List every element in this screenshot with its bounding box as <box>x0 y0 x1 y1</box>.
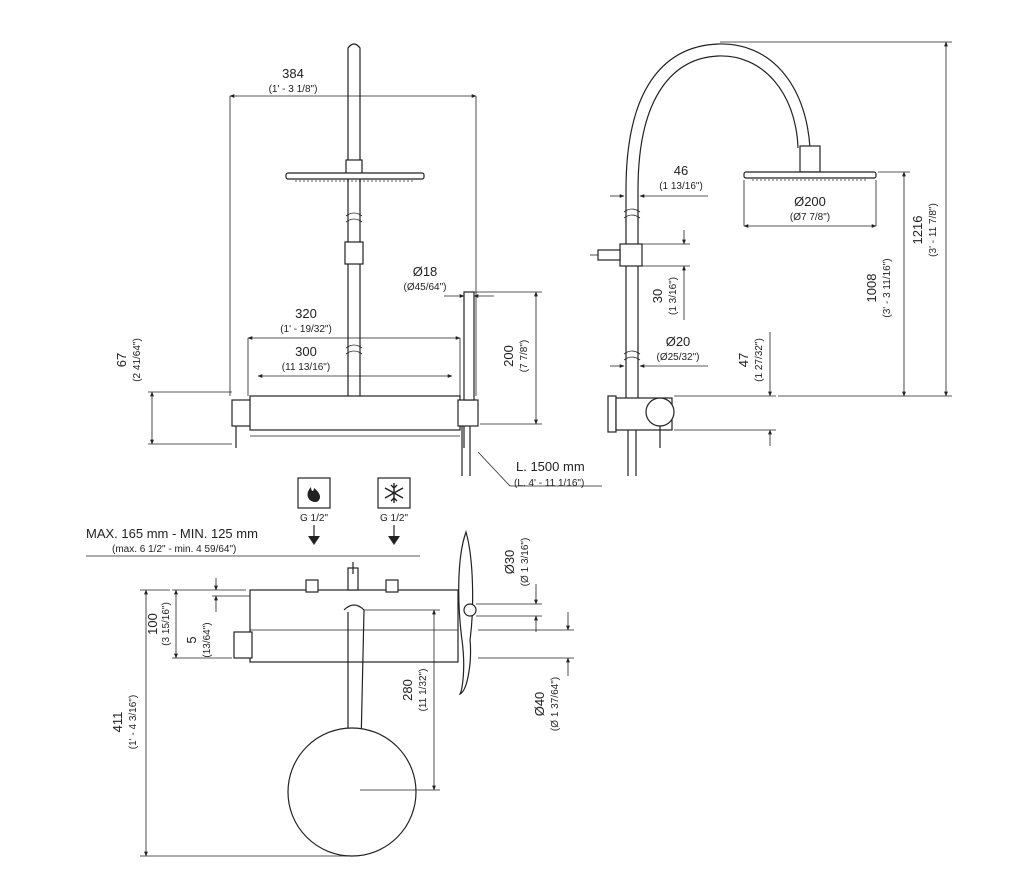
dim-280-mm: 280 <box>400 679 415 701</box>
flame-icon <box>307 487 321 502</box>
dim-5-in: (13/64") <box>202 622 213 657</box>
front-shower-head <box>285 172 425 182</box>
side-riser <box>623 266 641 398</box>
range-mm: MAX. 165 mm - MIN. 125 mm <box>86 526 258 541</box>
side-view: 46 (1 13/16") Ø200 (Ø7 7/8") 30 (1 3/16"… <box>590 41 952 476</box>
dim-320-mm: 320 <box>295 306 317 321</box>
side-gooseneck-arm <box>623 43 811 248</box>
dim-46-in: (1 13/16") <box>659 181 703 192</box>
dim-1216-in: (3' - 11 7/8") <box>928 203 939 257</box>
dim-280-in: (11 1/32") <box>418 669 429 712</box>
dia-20-in: (Ø25/32") <box>656 352 699 363</box>
dim-30-mm: 30 <box>650 289 665 303</box>
side-mixer <box>607 395 675 476</box>
dim-67-mm: 67 <box>114 353 129 367</box>
cold-inlet-label: G 1/2" <box>380 513 408 524</box>
dia-30-mm: Ø30 <box>502 550 517 575</box>
dim-47-in: (1 27/32") <box>754 338 765 382</box>
dim-384-mm: 384 <box>282 66 304 81</box>
dim-411-in: (1' - 4 3/16") <box>128 695 139 749</box>
hose-length-mm: L. 1500 mm <box>516 459 585 474</box>
dia-200-in: (Ø7 7/8") <box>790 212 830 223</box>
dim-200-in: (7 7/8") <box>519 340 530 372</box>
front-riser-pipe <box>344 43 364 398</box>
dim-1008-in: (3' - 3 11/16") <box>882 258 893 317</box>
dim-1008-mm: 1008 <box>864 274 879 303</box>
dim-46-mm: 46 <box>674 163 688 178</box>
dim-320-in: (1' - 19/32") <box>280 324 332 335</box>
side-shower-head <box>743 145 877 181</box>
plan-lever <box>458 530 477 696</box>
hose-length-in: (L. 4' - 11 1/16") <box>514 478 584 489</box>
dim-5-mm: 5 <box>184 636 199 643</box>
dim-67-in: (2 41/64") <box>132 338 143 382</box>
hot-inlet-label: G 1/2" <box>300 513 328 524</box>
front-hand-shower <box>461 291 475 476</box>
dia-18-mm: Ø18 <box>413 264 438 279</box>
dia-40-in: (Ø 1 37/64") <box>550 677 561 731</box>
dim-411-mm: 411 <box>110 712 125 733</box>
dia-40-mm: Ø40 <box>532 692 547 717</box>
dim-200-mm: 200 <box>501 345 516 367</box>
side-slider <box>590 243 643 267</box>
plan-mixer-body <box>233 562 459 663</box>
range-in: (max. 6 1/2" - min. 4 59/64") <box>112 544 236 555</box>
dim-384-in: (1' - 3 1/8") <box>269 84 318 95</box>
hot-inlet: G 1/2" <box>297 477 331 545</box>
dim-100-mm: 100 <box>145 613 160 635</box>
snowflake-icon <box>384 483 404 503</box>
dia-20-mm: Ø20 <box>666 334 691 349</box>
dim-300-in: (11 13/16") <box>282 362 330 373</box>
dia-18-in: (Ø45/64") <box>403 282 446 293</box>
dia-30-in: (Ø 1 3/16") <box>520 538 531 587</box>
front-view: 384 (1' - 3 1/8") 320 (1' - 19/32") 300 … <box>114 43 602 489</box>
dim-100-in: (3 15/16") <box>161 602 172 646</box>
cold-inlet: G 1/2" <box>377 477 411 545</box>
dim-1216-mm: 1216 <box>910 216 925 245</box>
front-mixer-body <box>231 395 479 448</box>
dim-47-mm: 47 <box>736 353 751 367</box>
dim-300-mm: 300 <box>295 344 317 359</box>
dia-200-mm: Ø200 <box>794 194 826 209</box>
plan-view: G 1/2" G 1/2" MAX. 165 mm - MIN. 125 mm … <box>86 477 574 857</box>
dim-30-in: (1 3/16") <box>668 277 679 315</box>
